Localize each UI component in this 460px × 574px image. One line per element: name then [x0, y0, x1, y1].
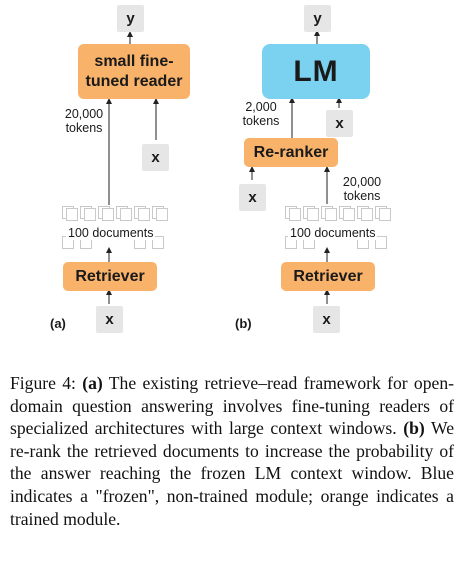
input-x-lm: x — [326, 110, 353, 137]
caption-b-text: We re-rank the retrieved documents to in… — [10, 418, 454, 529]
token-label-a-line2: tokens — [65, 121, 103, 135]
token-label-a: 20,000 tokens — [58, 107, 110, 135]
caption-a-marker: (a) — [82, 373, 103, 393]
caption-a-text: The existing retrieve–read framework for… — [10, 373, 454, 439]
input-x-a-label: x — [105, 311, 114, 328]
input-x-reader: x — [142, 144, 169, 171]
arrows-layer — [106, 30, 342, 304]
token-label-a-line1: 20,000 — [64, 107, 104, 121]
output-y: y — [117, 5, 144, 32]
caption-prefix: Figure 4: — [10, 373, 83, 393]
panel-a-label: (a) — [50, 316, 66, 331]
docs-label-b: 100 documents — [288, 226, 378, 240]
input-x-b-label: x — [322, 311, 331, 328]
input-x-b: x — [313, 306, 340, 333]
output-y-b-label: y — [313, 10, 322, 27]
rerank-tokens-line1: 20,000 — [342, 175, 382, 189]
panel-b-label: (b) — [235, 316, 252, 331]
input-x-lm-label: x — [335, 115, 344, 132]
reader-label-line1: small fine- — [94, 52, 174, 70]
re-ranker: Re-ranker — [244, 138, 338, 167]
input-x-reranker-label: x — [248, 189, 257, 206]
caption-b-marker: (b) — [403, 418, 425, 439]
input-x-reader-label: x — [151, 149, 160, 166]
docs-label-a: 100 documents — [66, 226, 156, 240]
input-x-a: x — [96, 306, 123, 333]
retriever-a: Retriever — [63, 262, 157, 291]
token-label-b-lm: 2,000 tokens — [238, 100, 284, 128]
input-x-reranker: x — [239, 184, 266, 211]
lm-tokens-line2: tokens — [242, 114, 280, 128]
rerank-tokens-line2: tokens — [343, 189, 381, 203]
token-label-b-rerank: 20,000 tokens — [336, 175, 388, 203]
frozen-lm: LM — [262, 44, 370, 99]
output-y-label: y — [126, 10, 135, 27]
small-fine-tuned-reader: small fine- tuned reader — [78, 44, 190, 99]
retriever-b-label: Retriever — [293, 267, 363, 285]
reader-label-line2: tuned reader — [85, 72, 183, 90]
re-ranker-label: Re-ranker — [253, 143, 329, 161]
lm-tokens-line1: 2,000 — [245, 100, 277, 114]
figure-caption: Figure 4: (a) The existing retrieve–read… — [10, 372, 454, 530]
output-y-b: y — [304, 5, 331, 32]
lm-label: LM — [293, 54, 339, 88]
retriever-a-label: Retriever — [75, 267, 145, 285]
retriever-b: Retriever — [281, 262, 375, 291]
